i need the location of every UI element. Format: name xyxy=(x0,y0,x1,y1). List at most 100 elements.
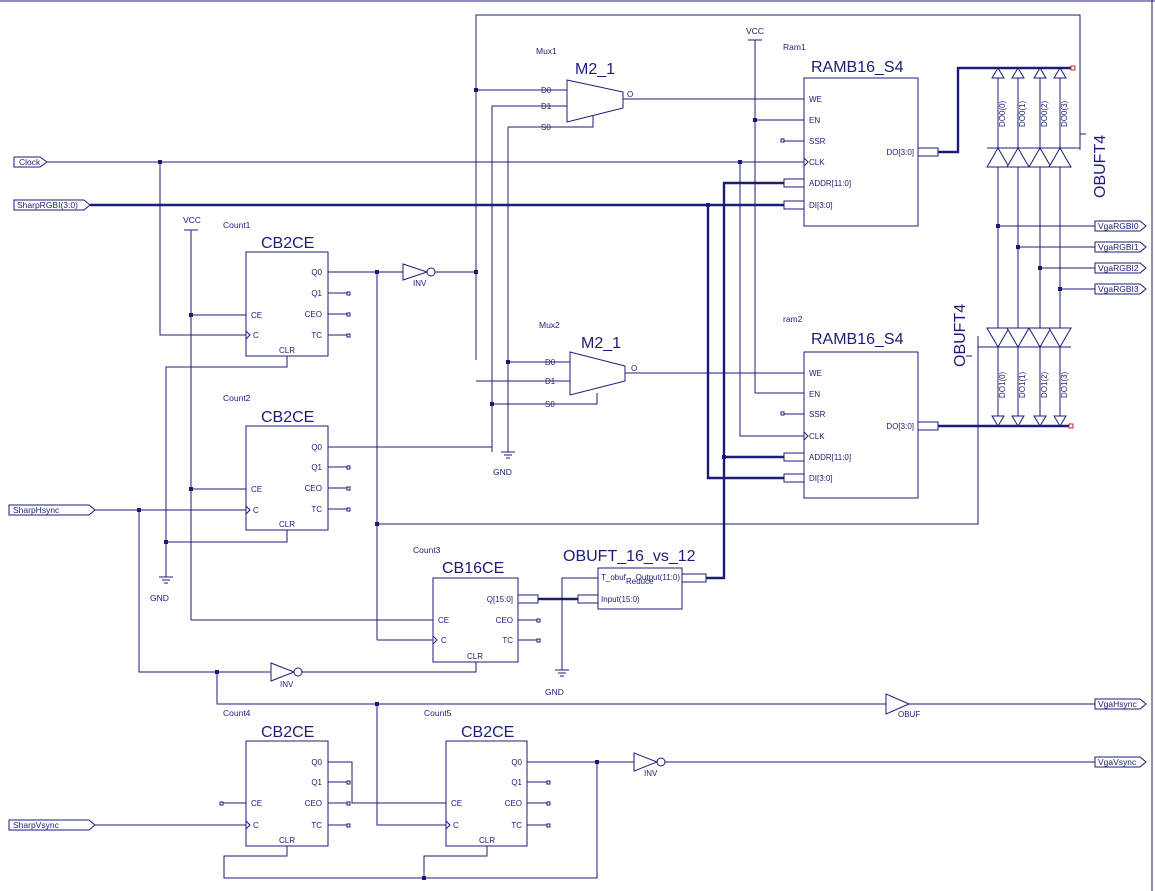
component-type: CB2CE xyxy=(461,724,514,741)
pin-clr: CLR xyxy=(279,520,295,529)
pin-we: WE xyxy=(809,95,822,104)
pin-q0: Q0 xyxy=(311,268,322,277)
pin-d1: D1 xyxy=(541,102,552,111)
count5: Count5 CB2CE CE C CLR Q0 Q1 CEO TC xyxy=(424,708,551,847)
pin-clr: CLR xyxy=(479,836,495,845)
pin-ceo: CEO xyxy=(305,799,322,808)
port-label: VgaRGBI2 xyxy=(1098,263,1139,273)
output-label: DO1(2) xyxy=(1040,371,1049,398)
mux1: Mux1 M2_1 D0 D1 S0 O xyxy=(536,46,633,132)
output-label: DO1(0) xyxy=(998,371,1007,398)
obuf-hsync: OBUF xyxy=(885,693,920,719)
pin-addr: ADDR[11:0] xyxy=(809,453,851,462)
pin-o: O xyxy=(627,90,633,99)
input-port-clock: Clock xyxy=(13,156,48,168)
pin-ce: CE xyxy=(451,799,462,808)
ram2: ram2 RAMB16_S4 WE EN SSR CLK ADDR[11:0] … xyxy=(780,314,939,499)
pin-ce: CE xyxy=(251,485,262,494)
component-type: OBUFT_16_vs_12 xyxy=(563,548,696,565)
pin-q1: Q1 xyxy=(311,778,322,787)
output-label: DO1(3) xyxy=(1060,371,1069,398)
inverter-hsync: INV xyxy=(270,662,303,689)
output-label: DO1(1) xyxy=(1018,371,1027,398)
pin-tc: TC xyxy=(311,821,322,830)
pin-c: C xyxy=(253,821,259,830)
pin-ce: CE xyxy=(251,311,262,320)
component-type: CB2CE xyxy=(261,409,314,426)
pin-do: DO[3:0] xyxy=(886,422,914,431)
component-type: CB2CE xyxy=(261,724,314,741)
instance-label: Count1 xyxy=(223,220,251,230)
instance-label: Count4 xyxy=(223,708,251,718)
component-type: M2_1 xyxy=(581,335,621,352)
pin-clk: CLK xyxy=(809,432,825,441)
component-type: OBUFT4 xyxy=(1092,135,1109,198)
obuft4-bottom: OBUFT4 DO1(0) DO1(1) DO1(2) DO1(3) xyxy=(952,304,1074,429)
instance-label: ram2 xyxy=(783,314,803,324)
pin-ssr: SSR xyxy=(809,410,826,419)
pin-t-obuf: T_obuf xyxy=(601,573,627,582)
instance-label: Count3 xyxy=(413,545,441,555)
pin-ceo: CEO xyxy=(305,310,322,319)
gnd-symbol-mux: GND xyxy=(493,451,515,477)
pin-d0: D0 xyxy=(541,86,552,95)
pin-tc: TC xyxy=(511,821,522,830)
ram1: Ram1 RAMB16_S4 WE EN SSR CLK ADDR[11:0] … xyxy=(780,42,939,227)
pin-o: O xyxy=(631,364,637,373)
pin-di: DI[3:0] xyxy=(809,474,833,483)
gnd-label: GND xyxy=(150,593,169,603)
pin-q0: Q0 xyxy=(511,758,522,767)
port-label: VgaRGBI1 xyxy=(1098,242,1139,252)
port-label: SharpHsync xyxy=(13,505,60,515)
output-label: DO0(3) xyxy=(1060,100,1069,127)
input-port-sharp-rgbi: SharpRGBI(3:0) xyxy=(13,199,91,211)
pin-q1: Q1 xyxy=(511,778,522,787)
pin-tc: TC xyxy=(502,636,513,645)
pin-ceo: CEO xyxy=(505,799,522,808)
output-port-vga-rgbi1: VgaRGBI1 xyxy=(1094,241,1147,253)
obuft4-top: OBUFT4 DO0(0) DO0(1) DO0(2) DO0(3) xyxy=(986,65,1109,198)
gnd-label: GND xyxy=(493,467,512,477)
vcc-symbol-ram: VCC xyxy=(746,26,764,41)
count2: Count2 CB2CE CE C CLR Q0 Q1 CEO TC xyxy=(223,393,351,531)
pin-q0: Q0 xyxy=(311,443,322,452)
pin-q1: Q1 xyxy=(311,289,322,298)
pin-do: DO[3:0] xyxy=(886,148,914,157)
instance-label: Count2 xyxy=(223,393,251,403)
pin-ceo: CEO xyxy=(305,484,322,493)
component-type: RAMB16_S4 xyxy=(811,59,904,76)
reduce-block: OBUFT_16_vs_12 Reduce T_obuf Output(11:0… xyxy=(563,548,707,610)
pin-q1: Q1 xyxy=(311,463,322,472)
pin-tc: TC xyxy=(311,331,322,340)
port-label: Clock xyxy=(19,157,41,167)
instance-label: Reduce xyxy=(626,577,654,586)
output-port-vga-hsync: VgaHsync xyxy=(1094,698,1147,710)
gate-label: INV xyxy=(644,769,658,778)
pin-ssr: SSR xyxy=(809,137,826,146)
vcc-label: VCC xyxy=(746,26,764,36)
instance-label: Mux2 xyxy=(539,320,560,330)
pin-input: Input(15:0) xyxy=(601,595,640,604)
pin-ceo: CEO xyxy=(496,616,513,625)
component-type: M2_1 xyxy=(575,61,615,78)
pin-c: C xyxy=(441,636,447,645)
gate-label: OBUF xyxy=(898,710,920,719)
pin-we: WE xyxy=(809,369,822,378)
input-port-sharp-hsync: SharpHsync xyxy=(8,504,96,516)
instance-label: Count5 xyxy=(424,708,452,718)
pin-d0: D0 xyxy=(545,358,556,367)
output-label: DO0(1) xyxy=(1018,100,1027,127)
component-type: RAMB16_S4 xyxy=(811,331,904,348)
port-label: SharpRGBI(3:0) xyxy=(17,200,78,210)
output-label: DO0(2) xyxy=(1040,100,1049,127)
inverter-count1: INV xyxy=(402,263,436,288)
gnd-symbol-reduce: GND xyxy=(545,669,569,697)
gate-label: INV xyxy=(413,279,427,288)
gnd-symbol-counters: GND xyxy=(150,576,173,603)
gnd-label: GND xyxy=(545,687,564,697)
pin-en: EN xyxy=(809,116,820,125)
port-label: VgaVsync xyxy=(1098,757,1137,767)
vcc-label: VCC xyxy=(183,215,201,225)
port-label: SharpVsync xyxy=(13,820,60,830)
